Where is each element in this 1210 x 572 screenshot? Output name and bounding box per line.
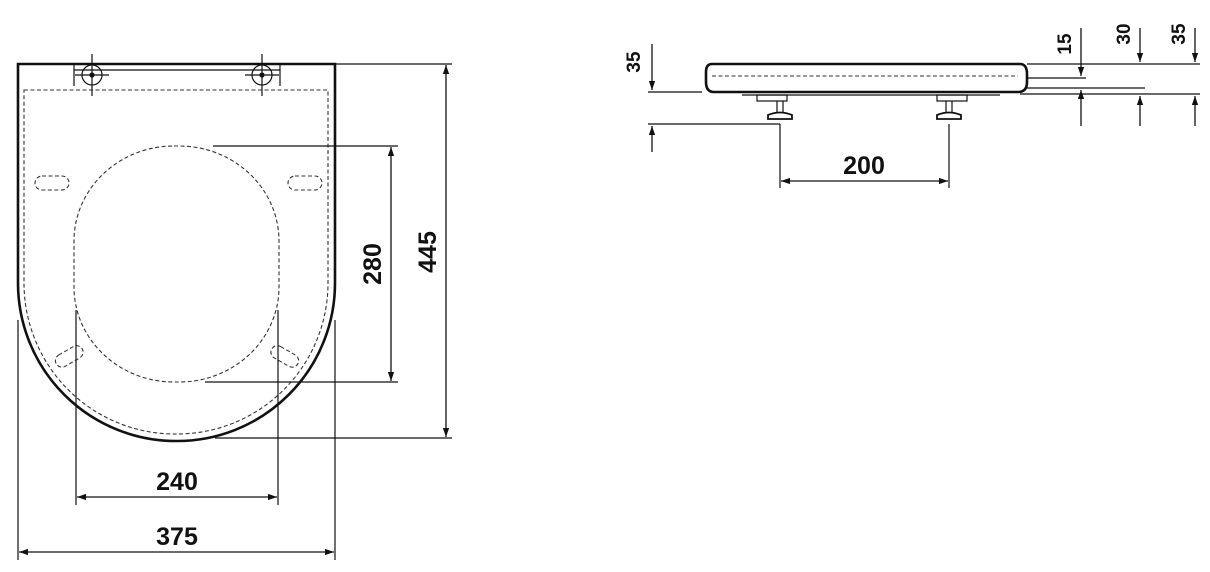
dim-label-280: 280 bbox=[359, 243, 387, 285]
dim-label-200: 200 bbox=[843, 152, 885, 180]
dim-label-15: 15 bbox=[1055, 33, 1076, 55]
buffer-right bbox=[287, 175, 323, 191]
top-view: 280 445 240 375 bbox=[16, 54, 452, 560]
buffer-bottom-right bbox=[270, 345, 300, 368]
dim-label-30: 30 bbox=[1114, 23, 1135, 44]
seat-outline bbox=[16, 62, 337, 443]
buffer-bottom-left bbox=[54, 345, 84, 368]
hinge-post-left bbox=[756, 94, 793, 120]
dim-label-35-left: 35 bbox=[624, 51, 645, 73]
buffer-left bbox=[34, 175, 70, 191]
dim-label-375: 375 bbox=[156, 523, 198, 551]
side-view: 35 200 15 30 35 bbox=[624, 23, 1200, 188]
lid-profile bbox=[704, 62, 1029, 94]
hinge-right bbox=[245, 54, 279, 96]
dim-label-35-right: 35 bbox=[1169, 23, 1190, 45]
hinge-left bbox=[75, 54, 109, 96]
dim-label-240: 240 bbox=[156, 468, 198, 496]
dim-label-445: 445 bbox=[414, 231, 442, 273]
seat-opening bbox=[73, 145, 280, 383]
hinge-post-right bbox=[936, 94, 968, 120]
